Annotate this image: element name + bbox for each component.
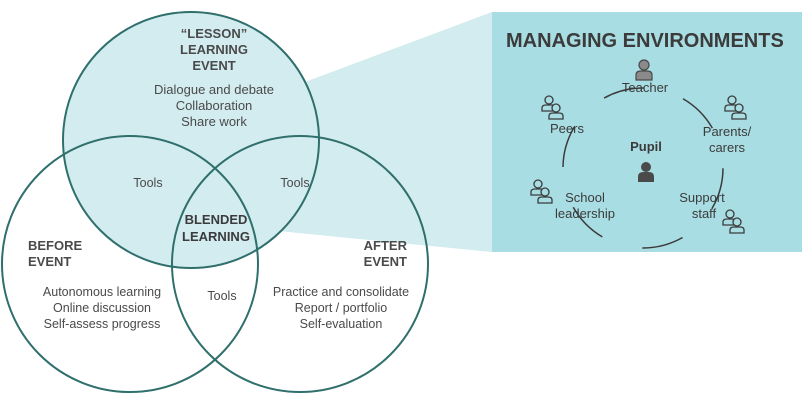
before-title-line-1: BEFORE	[28, 238, 83, 253]
tools-label-left: Tools	[133, 176, 162, 190]
after-item: Self-evaluation	[300, 317, 383, 331]
before-event-circle	[1, 135, 259, 393]
lesson-title-line-1: “LESSON”	[181, 26, 247, 41]
teacher-label: Teacher	[622, 80, 669, 95]
center-line-2: LEARNING	[182, 229, 250, 244]
before-item: Autonomous learning	[43, 285, 161, 299]
pupil-icon	[638, 162, 654, 182]
parents-label-line-2: carers	[709, 140, 746, 155]
school-label-line-2: leadership	[555, 206, 615, 221]
after-event-circle	[171, 135, 429, 393]
lesson-event-items: Dialogue and debate Collaboration Share …	[154, 82, 274, 129]
after-title-line-2: EVENT	[364, 254, 407, 269]
after-item: Report / portfolio	[295, 301, 387, 315]
after-event-items: Practice and consolidate Report / portfo…	[273, 285, 409, 331]
pupil-label: Pupil	[630, 139, 662, 154]
before-title-line-2: EVENT	[28, 254, 71, 269]
peers-label: Peers	[550, 121, 584, 136]
peers-icon	[541, 95, 564, 120]
center-line-1: BLENDED	[185, 212, 248, 227]
before-event-items: Autonomous learning Online discussion Se…	[43, 285, 161, 331]
tools-label-right: Tools	[280, 176, 309, 190]
after-event-title: AFTER EVENT	[364, 238, 408, 269]
parents-label-line-1: Parents/	[703, 124, 752, 139]
before-item: Online discussion	[53, 301, 151, 315]
blended-learning-label: BLENDED LEARNING	[182, 212, 250, 244]
parents-icon	[724, 95, 747, 120]
zoom-funnel	[268, 12, 492, 252]
panel-title: MANAGING ENVIRONMENTS	[506, 30, 784, 52]
before-item: Self-assess progress	[44, 317, 161, 331]
after-title-line-1: AFTER	[364, 238, 408, 253]
lesson-item: Collaboration	[176, 98, 253, 113]
support-staff-icon	[722, 209, 745, 234]
before-event-title: BEFORE EVENT	[28, 238, 83, 269]
lesson-title-line-3: EVENT	[192, 58, 235, 73]
lesson-item: Share work	[181, 114, 247, 129]
lesson-circle-fill	[63, 12, 319, 268]
support-label-line-1: Support	[679, 190, 725, 205]
lesson-item: Dialogue and debate	[154, 82, 274, 97]
teacher-icon	[635, 59, 653, 81]
lesson-title-line-2: LEARNING	[180, 42, 248, 57]
support-label-line-2: staff	[692, 206, 717, 221]
school-label-line-1: School	[565, 190, 605, 205]
after-item: Practice and consolidate	[273, 285, 409, 299]
lesson-event-title: “LESSON” LEARNING EVENT	[180, 26, 248, 73]
school-leadership-icon	[530, 179, 553, 204]
tools-label-bottom: Tools	[207, 289, 236, 303]
environment-ring	[562, 87, 724, 249]
lesson-event-circle	[62, 11, 320, 269]
managing-environments-panel	[492, 12, 802, 252]
